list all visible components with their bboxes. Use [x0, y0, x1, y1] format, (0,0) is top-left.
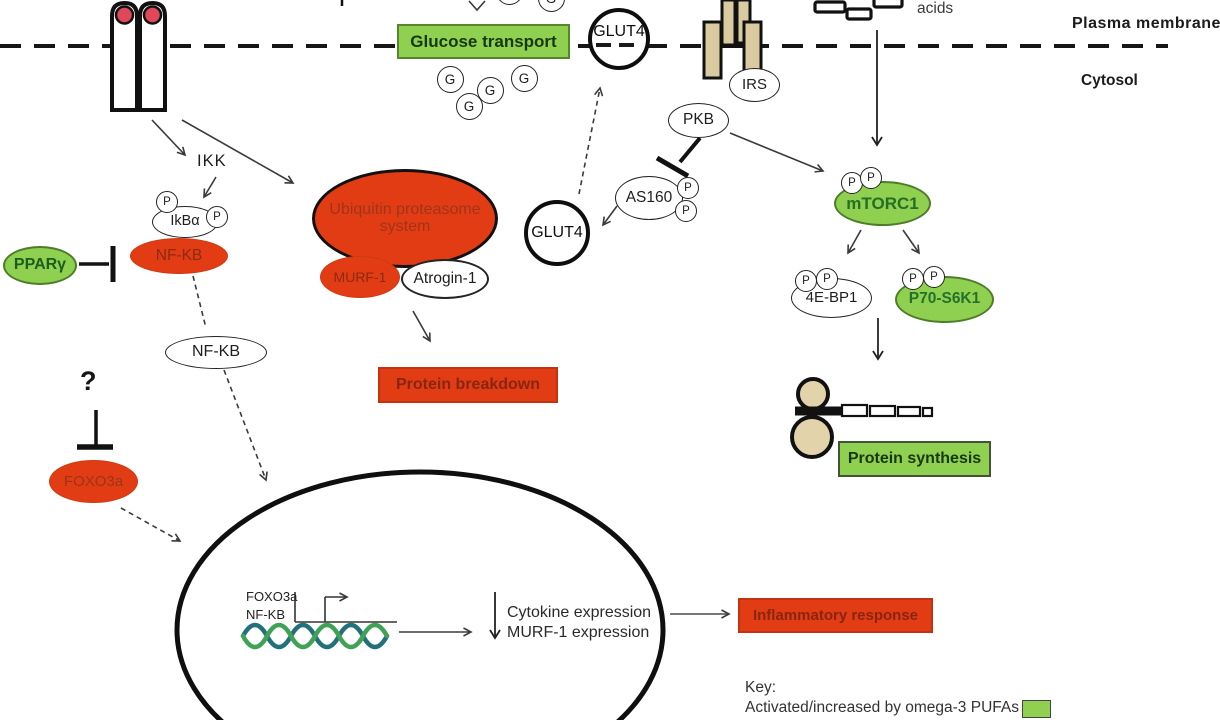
- glut4-cytosol: GLUT4: [524, 200, 590, 266]
- dashed-arrows: [120, 86, 604, 542]
- cytokine-receptor: [110, 0, 167, 112]
- phospho-circle: P: [860, 167, 882, 189]
- nucleus-foxo3a-label: FOXO3a: [246, 589, 298, 604]
- phospho-circle: P: [923, 266, 945, 288]
- key-title: Key:: [745, 679, 777, 696]
- unknown-question-mark: ?: [80, 366, 97, 396]
- arrows: [151, 30, 920, 640]
- murf1-expression-label: MURF-1 expression: [507, 624, 650, 641]
- ups-label-line2: system: [379, 217, 431, 235]
- pkb-node: PKB: [668, 103, 729, 138]
- glut4-label: GLUT4: [593, 23, 645, 40]
- murf1-node: MURF-1: [320, 256, 400, 298]
- cytokine-expression-label: Cytokine expression: [507, 604, 652, 621]
- glut4-label: GLUT4: [531, 224, 583, 241]
- fatty-acid-icons: [813, 0, 904, 21]
- phospho-circle: P: [675, 200, 697, 222]
- gene-promoter: [294, 592, 397, 623]
- inflammatory-response-box: Inflammatory response: [738, 598, 933, 633]
- phospho-circle: P: [156, 191, 178, 213]
- nfkb-node: NF-KB: [130, 238, 228, 274]
- plasma-membrane-label: Plasma membrane: [1072, 15, 1220, 32]
- glucose-transport-box: Glucose transport: [397, 24, 570, 59]
- phospho-circle: P: [902, 268, 924, 290]
- key-activated-label: Activated/increased by omega-3 PUFAs: [745, 699, 1019, 716]
- ligand-dot-icon: [114, 5, 135, 25]
- insulin-receptor: [702, 0, 763, 80]
- foxo3a-node: FOXO3a: [49, 460, 138, 503]
- ppar-gamma-node: PPARγ: [3, 246, 77, 285]
- dna-helix-icon: [240, 622, 390, 650]
- protein-synthesis-label: Protein synthesis: [847, 450, 982, 467]
- protein-synthesis-box: Protein synthesis: [838, 441, 991, 477]
- glucose-molecule: G: [510, 64, 538, 92]
- glucose-molecule: G: [495, 0, 523, 5]
- nfkb-free-node: NF-KB: [165, 336, 267, 369]
- irs-node: IRS: [729, 68, 780, 102]
- cytosol-label: Cytosol: [1081, 72, 1138, 89]
- protein-breakdown-box: Protein breakdown: [378, 367, 558, 403]
- top-cropped-marks: [340, 0, 486, 12]
- phospho-circle: P: [206, 206, 228, 228]
- ligand-dot-icon: [142, 5, 163, 25]
- phospho-circle: P: [795, 270, 817, 292]
- ups-node: Ubiquitin proteasome system: [312, 169, 498, 268]
- nucleus-nfkb-label: NF-KB: [246, 607, 285, 622]
- protein-breakdown-label: Protein breakdown: [395, 376, 541, 393]
- inflammatory-response-label: Inflammatory response: [752, 607, 919, 624]
- membrane-dash: [619, 43, 634, 47]
- glucose-transport-label: Glucose transport: [410, 31, 557, 51]
- ikk-label: IKK: [197, 152, 227, 170]
- acids-label: acids: [917, 0, 954, 17]
- ups-label-line1: Ubiquitin proteasome: [329, 200, 481, 218]
- glut4-membrane: GLUT4: [588, 8, 650, 70]
- as160-node: AS160: [615, 176, 683, 220]
- atrogin1-node: Atrogin-1: [401, 259, 489, 299]
- key-activated-swatch: [1022, 700, 1051, 718]
- phospho-circle: P: [816, 268, 838, 290]
- phospho-circle: P: [677, 177, 699, 199]
- glucose-molecule: G: [436, 65, 464, 93]
- glucose-molecule: G: [455, 92, 483, 120]
- glucose-molecule: G: [537, 0, 565, 12]
- membrane-dash: [596, 43, 611, 47]
